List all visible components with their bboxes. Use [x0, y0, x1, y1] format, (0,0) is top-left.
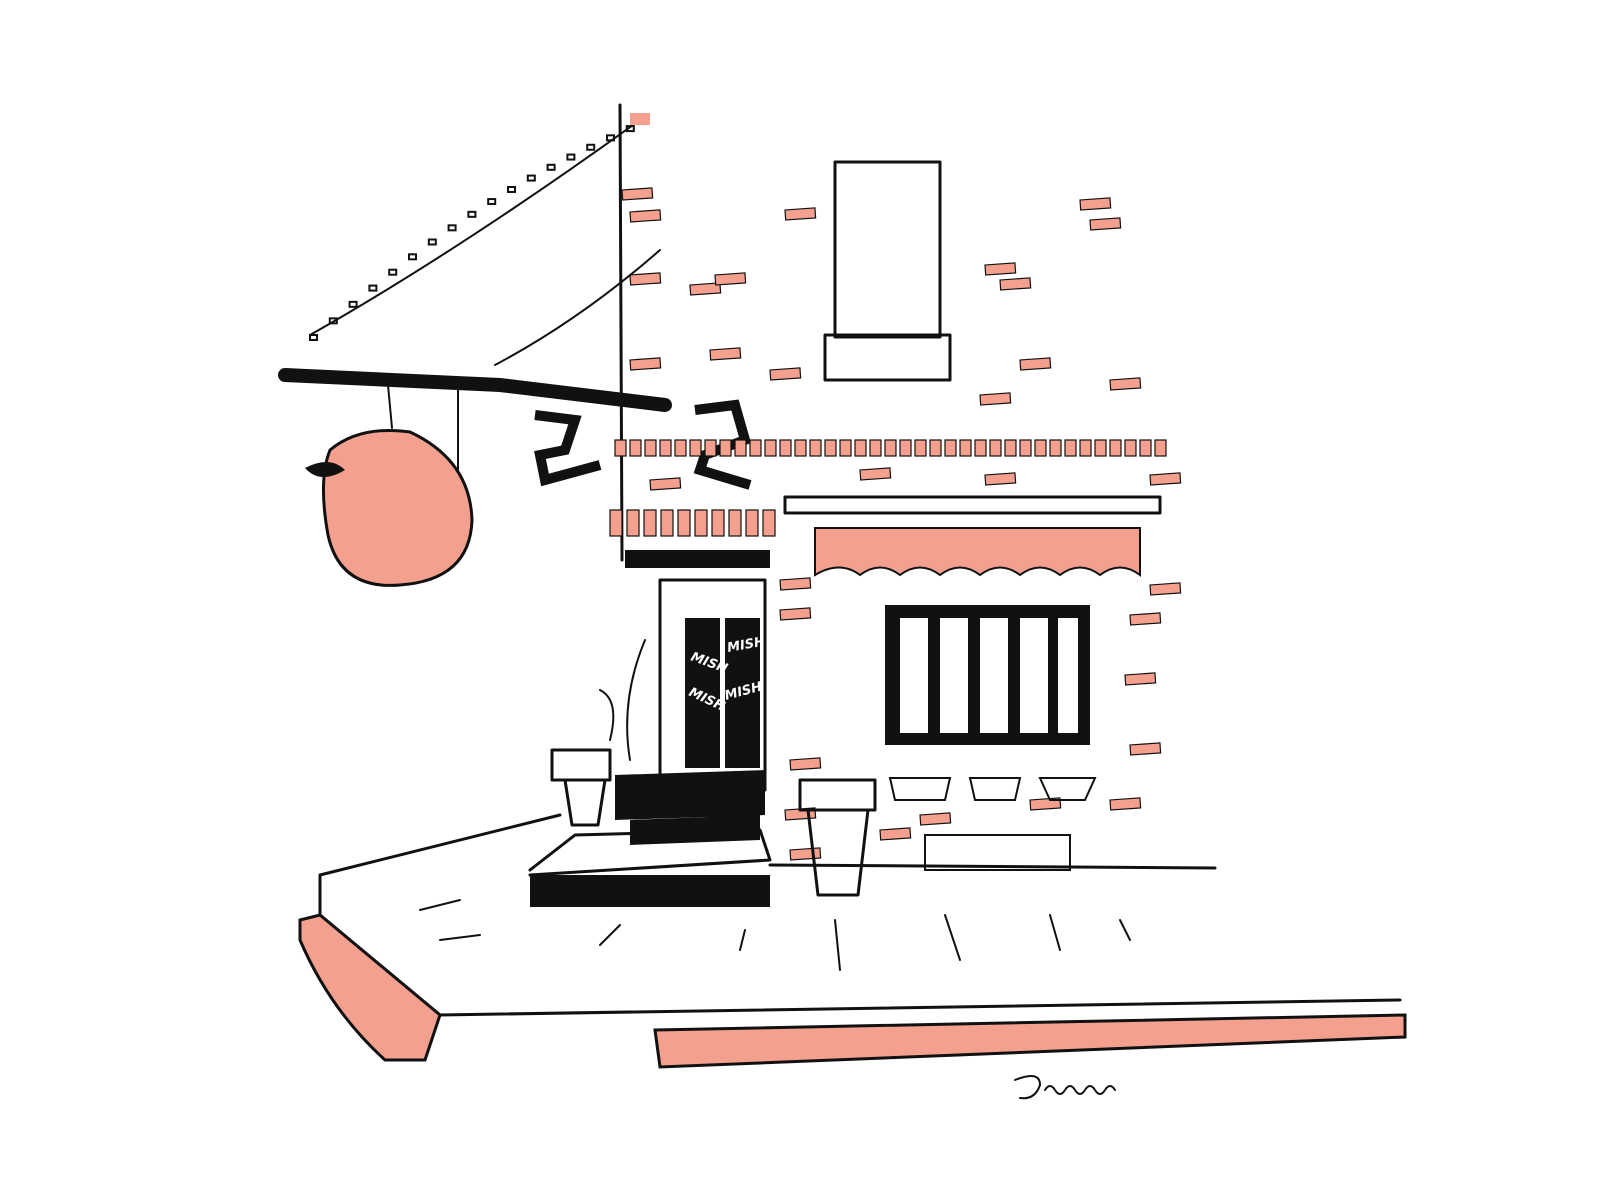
door-right-panel — [725, 618, 760, 768]
light-anchor — [630, 113, 650, 125]
door-left-panel — [685, 618, 720, 768]
planter-left — [550, 748, 612, 827]
awning-bar — [783, 495, 1162, 515]
orange-sign — [322, 428, 474, 587]
curb-right — [653, 1013, 1407, 1069]
artist-signature — [1014, 1075, 1116, 1100]
upper-window — [833, 160, 942, 339]
building-corner-line — [618, 103, 624, 562]
plant — [599, 639, 646, 761]
wall-lamp-left — [534, 410, 602, 487]
orange-leaf — [305, 461, 345, 478]
light-bulbs — [309, 125, 635, 341]
sidewalk-joints — [419, 899, 1131, 971]
door-header — [625, 550, 770, 568]
sign-bracket — [278, 368, 672, 412]
brick-band — [609, 439, 1167, 537]
vent — [924, 834, 1071, 871]
door-lettering: MISH — [726, 635, 766, 656]
awning — [814, 527, 1141, 577]
window-planters — [888, 777, 1097, 801]
sidewalk — [318, 813, 1402, 1017]
window-box — [823, 333, 952, 382]
steps — [615, 770, 765, 845]
string-lights-lower — [494, 249, 661, 366]
curb-left — [298, 913, 442, 1062]
bottom-step — [528, 828, 772, 877]
planter-right — [798, 778, 877, 897]
string-lights-upper — [309, 119, 641, 336]
